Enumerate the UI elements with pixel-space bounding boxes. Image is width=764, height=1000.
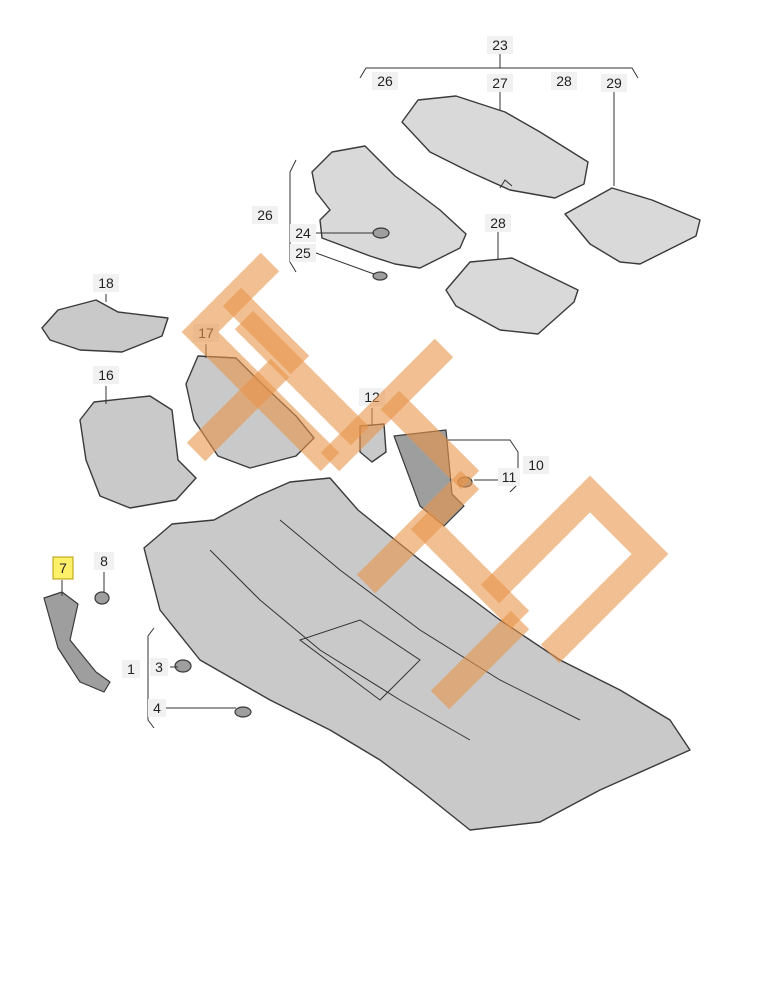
callout-7: 7: [52, 556, 74, 580]
svg-text:29: 29: [606, 75, 622, 91]
callout-16: 16: [93, 366, 119, 384]
svg-text:11: 11: [502, 469, 517, 485]
callout-4: 4: [148, 699, 166, 717]
callout-11: 11: [498, 468, 520, 486]
leader-lines: [61, 54, 639, 729]
svg-text:3: 3: [155, 659, 163, 675]
svg-text:4: 4: [153, 700, 161, 716]
callout-27: 27: [487, 74, 513, 92]
callout-18: 18: [93, 274, 119, 292]
watermark-logo: [181, 252, 669, 710]
svg-text:27: 27: [492, 75, 508, 91]
part-8-clip[interactable]: [94, 591, 110, 605]
svg-text:28: 28: [490, 215, 506, 231]
svg-text:23: 23: [492, 37, 508, 53]
svg-text:26: 26: [377, 73, 393, 89]
front-floor-mat-left[interactable]: [311, 145, 467, 269]
svg-text:25: 25: [295, 245, 311, 261]
callout-10: 10: [523, 456, 549, 474]
callout-8: 8: [94, 552, 114, 570]
svg-text:10: 10: [528, 457, 544, 473]
front-floor-mat-large[interactable]: [401, 95, 589, 199]
svg-text:24: 24: [295, 225, 311, 241]
callout-26-side: 26: [252, 206, 278, 224]
callout-26-top: 26: [372, 72, 398, 90]
callout-29: 29: [601, 74, 627, 92]
mat-fastener-25[interactable]: [372, 271, 388, 281]
callout-23: 23: [487, 36, 513, 54]
part-4-plug[interactable]: [234, 706, 252, 718]
rear-floor-mat-right[interactable]: [564, 187, 701, 265]
part-7-trim[interactable]: [43, 591, 111, 693]
callout-1: 1: [122, 660, 140, 678]
mat-fastener-24[interactable]: [372, 227, 390, 239]
svg-text:26: 26: [257, 207, 273, 223]
svg-text:28: 28: [556, 73, 572, 89]
svg-text:7: 7: [59, 560, 67, 576]
callout-24: 24: [290, 224, 316, 242]
callout-28-top: 28: [551, 72, 577, 90]
callout-25: 25: [290, 244, 316, 262]
callout-3: 3: [150, 658, 168, 676]
part-16-insulation[interactable]: [79, 395, 197, 509]
svg-text:1: 1: [127, 661, 135, 677]
rear-floor-mat-left[interactable]: [445, 257, 579, 335]
svg-text:8: 8: [100, 553, 108, 569]
svg-text:16: 16: [98, 367, 114, 383]
callout-28-mat: 28: [485, 214, 511, 232]
main-floor-carpet[interactable]: [143, 477, 691, 831]
svg-text:18: 18: [98, 275, 114, 291]
part-3-nut[interactable]: [174, 659, 192, 673]
part-18-bracket[interactable]: [41, 299, 169, 353]
